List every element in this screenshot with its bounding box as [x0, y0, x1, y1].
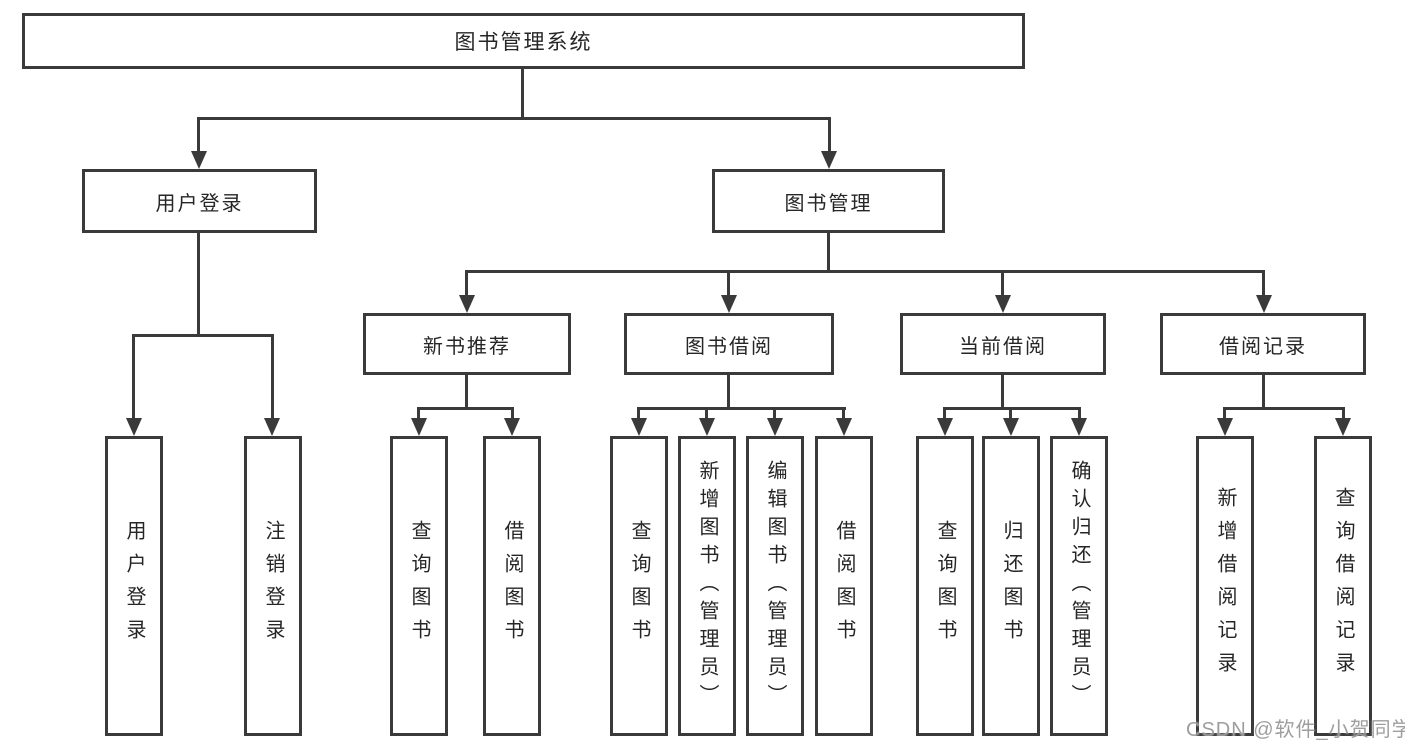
- connector-line: [132, 334, 135, 420]
- connector-line: [773, 407, 776, 421]
- node-user-login-label: 用户登录: [155, 192, 244, 215]
- connector-line: [727, 270, 730, 298]
- connector-line: [1078, 407, 1081, 421]
- connector-line: [1223, 407, 1345, 410]
- arrowhead-icon: [721, 295, 737, 313]
- connector-line: [465, 270, 1265, 273]
- arrowhead-icon: [126, 418, 142, 436]
- connector-line: [271, 334, 274, 420]
- node-borrow-records: 借阅记录: [1160, 313, 1366, 375]
- connector-line: [417, 407, 514, 410]
- arrowhead-icon: [411, 418, 427, 436]
- node-book-mgmt: 图书管理: [712, 169, 945, 233]
- leaf-br-query: 查询借阅记录: [1314, 436, 1372, 736]
- leaf-bb-edit-label: 编辑图书（管理员）: [764, 460, 786, 712]
- arrowhead-icon: [1256, 295, 1272, 313]
- leaf-cb-query-label: 查询图书: [934, 520, 956, 652]
- leaf-cb-confirm: 确认归还（管理员）: [1050, 436, 1108, 736]
- leaf-nbr-query-label: 查询图书: [408, 520, 430, 652]
- connector-line: [511, 407, 514, 421]
- connector-line: [943, 407, 1081, 410]
- leaf-nbr-query: 查询图书: [390, 436, 448, 736]
- leaf-br-query-label: 查询借阅记录: [1332, 487, 1354, 685]
- arrowhead-icon: [191, 151, 207, 169]
- node-borrow-records-label: 借阅记录: [1219, 335, 1307, 358]
- arrowhead-icon: [504, 418, 520, 436]
- arrowhead-icon: [767, 418, 783, 436]
- connector-line: [1001, 375, 1004, 410]
- leaf-bb-add-label: 新增图书（管理员）: [696, 460, 718, 712]
- connector-line: [197, 117, 200, 153]
- arrowhead-icon: [937, 418, 953, 436]
- leaf-cb-return: 归还图书: [982, 436, 1040, 736]
- connector-line: [417, 407, 420, 421]
- leaf-bb-add: 新增图书（管理员）: [678, 436, 736, 736]
- arrowhead-icon: [1217, 418, 1233, 436]
- arrowhead-icon: [1071, 418, 1087, 436]
- node-current-borrow: 当前借阅: [900, 313, 1106, 375]
- arrowhead-icon: [699, 418, 715, 436]
- node-user-login: 用户登录: [82, 169, 317, 233]
- connector-line: [705, 407, 708, 421]
- connector-line: [727, 375, 730, 410]
- connector-line: [943, 407, 946, 421]
- leaf-bb-query-label: 查询图书: [628, 520, 650, 652]
- leaf-nbr-borrow-label: 借阅图书: [501, 520, 523, 652]
- arrowhead-icon: [836, 418, 852, 436]
- connector-line: [1009, 407, 1012, 421]
- connector-line: [1001, 270, 1004, 298]
- connector-line: [465, 270, 468, 298]
- leaf-br-add: 新增借阅记录: [1196, 436, 1254, 736]
- connector-line: [197, 233, 200, 337]
- arrowhead-icon: [1003, 418, 1019, 436]
- connector-line: [842, 407, 845, 421]
- connector-line: [132, 334, 274, 337]
- leaf-user-login-label: 用户登录: [123, 520, 145, 652]
- leaf-logout-label: 注销登录: [262, 520, 284, 652]
- arrowhead-icon: [631, 418, 647, 436]
- node-new-book-rec-label: 新书推荐: [423, 335, 511, 358]
- connector-line: [828, 117, 831, 153]
- connector-line: [197, 117, 831, 120]
- leaf-logout: 注销登录: [244, 436, 302, 736]
- node-new-book-rec: 新书推荐: [363, 313, 571, 375]
- leaf-bb-borrow-label: 借阅图书: [833, 520, 855, 652]
- connector-line: [827, 233, 830, 273]
- leaf-cb-return-label: 归还图书: [1000, 520, 1022, 652]
- node-book-borrow-label: 图书借阅: [685, 335, 773, 358]
- leaf-cb-query: 查询图书: [916, 436, 974, 736]
- connector-line: [637, 407, 846, 410]
- leaf-user-login: 用户登录: [105, 436, 163, 736]
- node-current-borrow-label: 当前借阅: [959, 335, 1047, 358]
- connector-line: [521, 69, 524, 120]
- connector-line: [1262, 375, 1265, 410]
- connector-line: [1223, 407, 1226, 421]
- node-root: 图书管理系统: [22, 13, 1025, 69]
- connector-line: [637, 407, 640, 421]
- connector-line: [1262, 270, 1265, 298]
- arrowhead-icon: [995, 295, 1011, 313]
- leaf-bb-borrow: 借阅图书: [815, 436, 873, 736]
- leaf-cb-confirm-label: 确认归还（管理员）: [1068, 460, 1090, 712]
- node-book-mgmt-label: 图书管理: [784, 192, 873, 215]
- leaf-br-add-label: 新增借阅记录: [1214, 487, 1236, 685]
- leaf-bb-edit: 编辑图书（管理员）: [746, 436, 804, 736]
- arrowhead-icon: [1335, 418, 1351, 436]
- node-book-borrow: 图书借阅: [624, 313, 834, 375]
- connector-line: [1342, 407, 1345, 421]
- connector-line: [465, 375, 468, 410]
- node-root-label: 图书管理系统: [454, 31, 593, 54]
- arrowhead-icon: [459, 295, 475, 313]
- arrowhead-icon: [821, 151, 837, 169]
- csdn-watermark: CSDN @软件_小贺同学: [1186, 719, 1405, 741]
- leaf-nbr-borrow: 借阅图书: [483, 436, 541, 736]
- arrowhead-icon: [264, 418, 280, 436]
- leaf-bb-query: 查询图书: [610, 436, 668, 736]
